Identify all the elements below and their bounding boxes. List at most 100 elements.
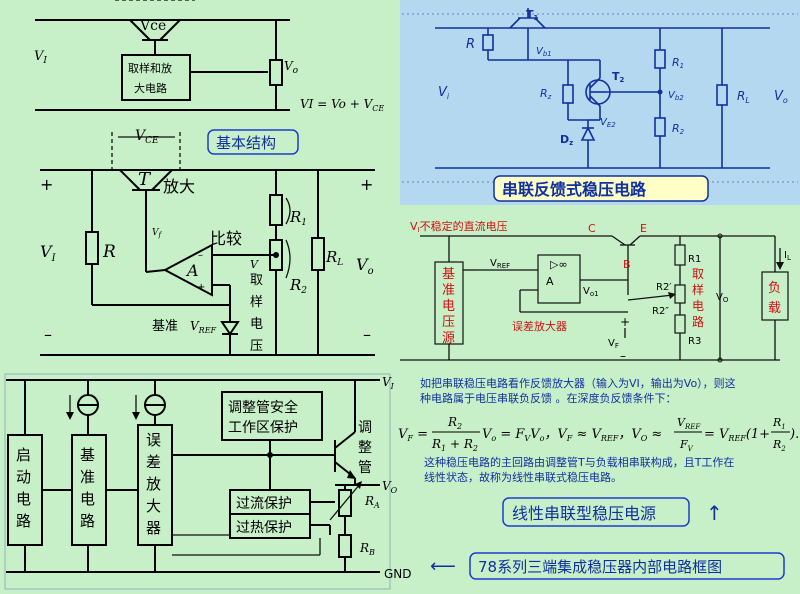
svg-text:电: 电	[16, 490, 31, 508]
panel-linear-series-regulator: VI不稳定的直流电压 C E B 基 准 电 压 源 VREF ▷∞ A Vo1…	[400, 219, 791, 363]
svg-text:调: 调	[358, 420, 372, 436]
vo1-label: Vo1	[583, 286, 599, 298]
il-label: IL	[784, 250, 791, 262]
svg-text:Vo = FVVo，VF ≈ VREF，VO ≈: Vo = FVVo，VF ≈ VREF，VO ≈	[482, 427, 662, 443]
voltage-formula: VI = Vo + VCE	[300, 97, 384, 113]
r-label: R	[102, 242, 116, 262]
amp-a-mr-label: A	[546, 275, 554, 288]
svg-text:样: 样	[250, 295, 263, 310]
svg-text:放: 放	[146, 475, 161, 493]
vi-unstable-label: VI不稳定的直流电压	[410, 219, 508, 234]
panel-78-series-block: VI VO GND 启 动 电 路 基 准 电 路	[4, 373, 412, 590]
vf-label: V	[250, 258, 259, 271]
overcurrent-box: 过流保护	[236, 496, 292, 512]
vi-label: VI	[34, 49, 47, 66]
panel-series-feedback: T1 Vb1 R Rz T2 VE2 Dz	[400, 0, 800, 205]
r-top-label: R	[466, 37, 475, 52]
left-arrow-icon: ⟵	[430, 556, 456, 577]
svg-text:VF =: VF =	[398, 427, 428, 443]
safe-area-line2: 工作区保护	[228, 420, 298, 436]
svg-text:整: 整	[358, 440, 372, 456]
vi-top-label: Vi	[438, 85, 450, 101]
r3-label: R3	[688, 336, 701, 347]
svg-text:路: 路	[16, 512, 31, 530]
load-line1: 负	[768, 281, 781, 296]
svg-text:差: 差	[146, 453, 161, 471]
series-feedback-title: 串联反馈式稳压电路	[502, 180, 647, 199]
svg-text:路: 路	[80, 512, 95, 530]
linear-regulator-title: 线性串联型稳压电源	[512, 504, 656, 523]
gnd-label: GND	[384, 567, 412, 581]
svg-text:R1: R1	[772, 416, 786, 431]
sample-amp-box-line1: 取样和放	[128, 61, 172, 75]
sample-voltage-vertical: 取 样 电 压	[250, 273, 263, 354]
reference-label: 基准	[152, 319, 178, 334]
series-78-title: 78系列三端集成稳压器内部电路框图	[478, 558, 722, 576]
vce-label: Vce	[139, 18, 166, 34]
ra-label: RA	[364, 494, 380, 510]
ve2-label: VE2	[600, 117, 616, 129]
svg-text:FV: FV	[679, 438, 694, 453]
rz-label: Rz	[540, 87, 552, 101]
svg-text:准: 准	[80, 468, 95, 486]
amp-a-label: A	[185, 261, 199, 280]
vf-mr-label: VF	[608, 338, 619, 350]
svg-text:R2: R2	[772, 438, 786, 453]
load-line2: 载	[768, 301, 781, 316]
sample-amp-box-line2: 大电路	[134, 81, 167, 95]
t2-label: T2	[612, 70, 625, 84]
svg-text:准: 准	[442, 283, 455, 298]
minus-left: –	[44, 325, 52, 344]
c-label: C	[588, 222, 596, 235]
svg-text:VREF: VREF	[677, 416, 701, 431]
adj-transistor-label: 调 整 管	[358, 420, 372, 476]
plus-left: +	[40, 175, 53, 194]
r2-top-label: R2	[672, 122, 685, 136]
r2pp-label: R2″	[652, 306, 669, 317]
svg-text:器: 器	[146, 519, 161, 537]
svg-text:电: 电	[442, 299, 455, 314]
t1-label: T1	[526, 8, 539, 22]
svg-text:).: ).	[789, 427, 799, 442]
svg-text:动: 动	[16, 468, 31, 486]
panel-basic-principle: Vce 取样和放 大电路 VI Vo VI = Vo + VCE	[34, 0, 384, 113]
start-circuit-box: 启 动 电 路	[16, 446, 31, 530]
svg-text:大: 大	[146, 497, 161, 515]
svg-text:误: 误	[146, 431, 161, 449]
svg-text:压: 压	[250, 339, 263, 354]
vo-block-label: VO	[382, 479, 398, 495]
transistor-t-label: T	[138, 169, 152, 190]
vb1-label: Vb1	[536, 46, 552, 58]
panel-basic-structure: 基本结构 VCE T 放大 Vf R VI + – + – A – +	[40, 128, 375, 356]
vi-structure-label: VI	[40, 242, 57, 264]
vo-label: Vo	[284, 59, 299, 76]
vi-block-label: VI	[382, 375, 395, 391]
r1-top-label: R1	[672, 56, 684, 70]
vref-mr-label: VREF	[490, 258, 510, 270]
svg-text:= VREF(1+: = VREF(1+	[704, 427, 770, 443]
explain-line1: 如把串联稳压电路看作反馈放大器（输入为VI，输出为Vo），则这	[420, 376, 736, 390]
svg-text:取: 取	[692, 267, 704, 281]
svg-text:基: 基	[442, 267, 455, 282]
panel-explanation: 如把串联稳压电路看作反馈放大器（输入为VI，输出为Vo），则这 种电路属于电压串…	[398, 376, 799, 580]
sample-circuit-label: 取 样 电 路	[692, 267, 704, 329]
explain-line4: 线性状态，故称为线性串联式稳压电路。	[424, 470, 622, 484]
feedback-formula: VF = R2 R1 + R2 Vo = FVVo，VF ≈ VREF，VO ≈…	[398, 415, 799, 453]
svg-text:基: 基	[80, 446, 95, 464]
svg-text:电: 电	[250, 317, 263, 332]
vo-structure-label: Vo	[356, 255, 374, 277]
svg-text:电: 电	[692, 299, 704, 313]
r1-mr-label: R1	[688, 254, 701, 265]
svg-text:压: 压	[442, 315, 455, 330]
minus-right: –	[363, 325, 371, 344]
rb-label: RB	[359, 541, 375, 557]
svg-text:启: 启	[16, 446, 31, 464]
basic-structure-title: 基本结构	[216, 134, 276, 152]
b-label: B	[623, 258, 631, 271]
svg-text:取: 取	[250, 273, 263, 288]
svg-text:R1 + R2: R1 + R2	[431, 437, 478, 453]
vce-structure-label: VCE	[135, 128, 159, 146]
svg-text:R2: R2	[447, 415, 462, 431]
svg-text:样: 样	[692, 282, 704, 297]
